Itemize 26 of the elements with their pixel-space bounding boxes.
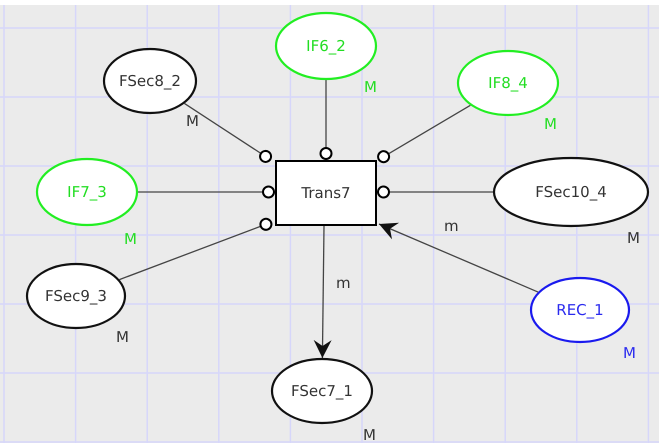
node-label: FSec10_4	[535, 183, 607, 201]
multiplicity-label: M	[623, 344, 636, 362]
connector	[119, 218, 272, 280]
node-label: FSec8_2	[119, 72, 181, 90]
node-label: FSec7_1	[291, 382, 353, 400]
node-label: IF8_4	[488, 74, 528, 92]
multiplicity-label: M	[124, 230, 137, 248]
multiplicity-label: M	[186, 112, 199, 130]
connector	[314, 226, 332, 358]
connector	[320, 80, 332, 160]
multiplicity-label: M	[544, 115, 557, 133]
multiplicity-label: M	[364, 78, 377, 96]
connector	[138, 186, 275, 198]
connector	[377, 186, 493, 198]
node-label: IF7_3	[67, 183, 107, 201]
multiplicity-label: M	[363, 426, 376, 443]
connector	[378, 222, 538, 293]
connector	[184, 102, 272, 163]
node-label: IF6_2	[306, 37, 346, 55]
process-box	[275, 160, 377, 226]
node-label: FSec9_3	[45, 287, 107, 305]
connector	[377, 104, 471, 164]
multiplicity-label: M	[627, 229, 640, 247]
node-label: REC_1	[556, 301, 604, 319]
node-label: Trans7	[301, 184, 351, 202]
multiplicity-label: M	[116, 328, 129, 346]
